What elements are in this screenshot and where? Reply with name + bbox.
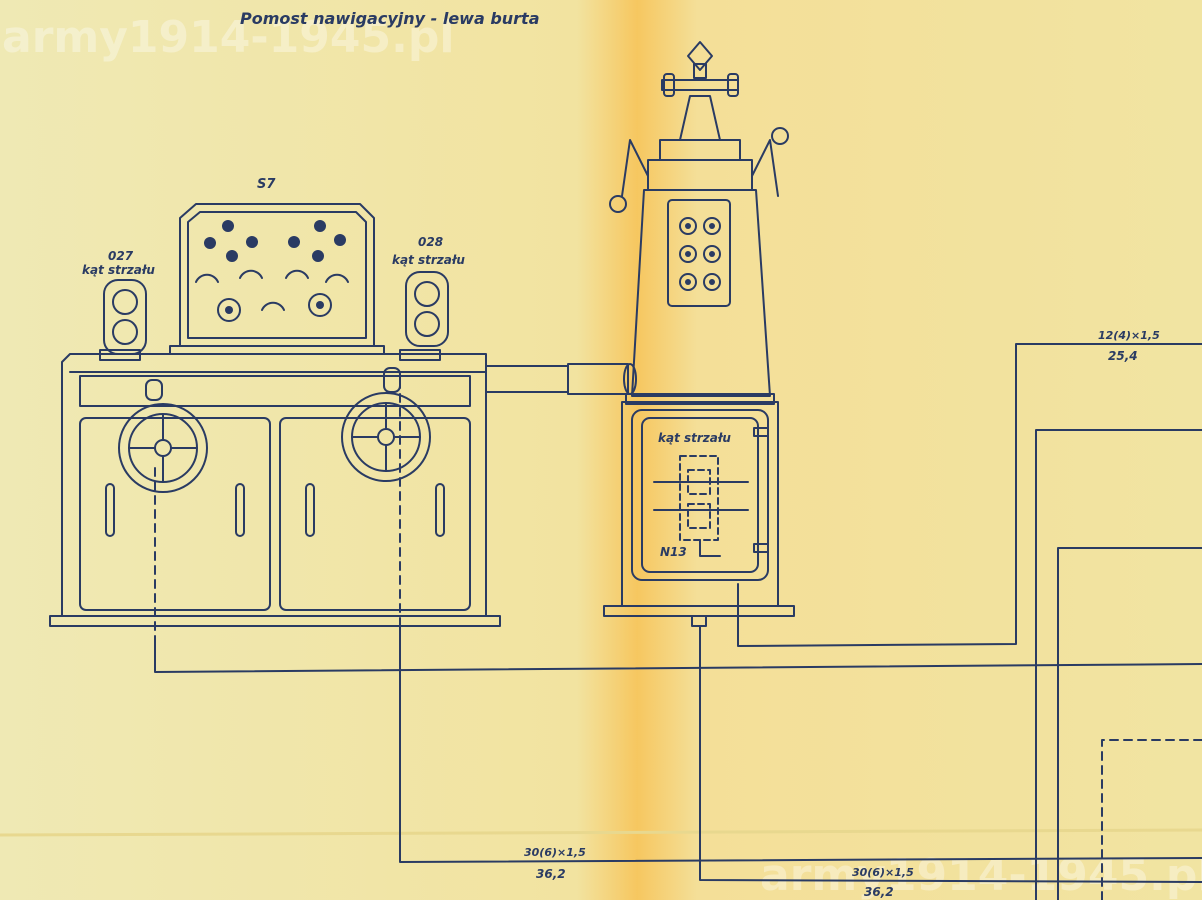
steering-console	[49, 349, 501, 627]
column-caption: kąt strzału	[658, 431, 731, 445]
diagram-title: Pomost nawigacyjny - lewa burta	[240, 9, 540, 28]
cable-1-spec: 12(4)×1,5	[1098, 329, 1160, 342]
indicator-027	[103, 279, 147, 355]
watermark-top: army1914-1945.pl	[2, 12, 454, 63]
handwheel-right	[341, 392, 431, 482]
cable-1-length: 25,4	[1108, 349, 1138, 363]
indicator-028-code: 028	[418, 235, 443, 249]
cable-3-spec: 30(6)×1,5	[852, 866, 914, 879]
cable-3-length: 36,2	[864, 885, 894, 899]
indicator-028-caption: kąt strzału	[392, 253, 465, 267]
paper-crease	[0, 828, 1202, 837]
indicator-027-caption: kąt strzału	[82, 263, 155, 277]
column-code: N13	[660, 545, 687, 559]
instrument-panel-s7	[169, 203, 385, 355]
indicator-028	[405, 271, 449, 347]
cable-2-spec: 30(6)×1,5	[524, 846, 586, 859]
indicator-027-code: 027	[108, 249, 134, 263]
handwheel-left	[118, 403, 208, 493]
cable-2-length: 36,2	[536, 867, 566, 881]
director-column	[603, 41, 795, 627]
wiring	[154, 343, 1202, 900]
panel-label-s7: S7	[257, 177, 276, 192]
